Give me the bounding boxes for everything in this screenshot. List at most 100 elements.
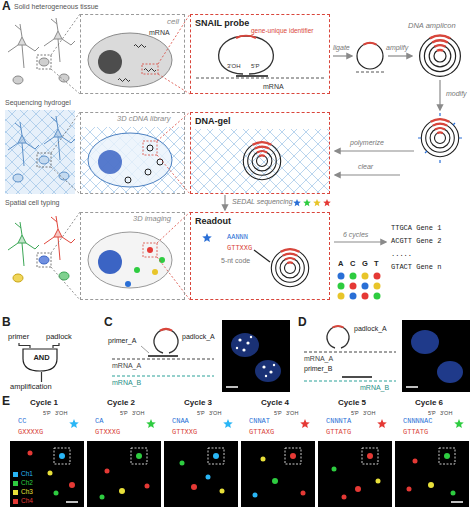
- cycle-image: [332, 467, 337, 472]
- figure-label: GTTATG: [326, 428, 351, 436]
- cycle-image: [220, 489, 225, 494]
- figure-label: padlock_A: [354, 325, 387, 333]
- cycle-image: [59, 453, 65, 459]
- snail-probe-illustration: [236, 75, 268, 77]
- node-text: 5-nt code: [221, 257, 250, 265]
- figure-label: TTGCA Gene 1: [391, 224, 441, 232]
- cycle-image: [208, 448, 224, 464]
- figure-label: CNNNTA: [326, 417, 351, 425]
- figure-label: GXXXXG: [18, 428, 43, 436]
- figure-label: Sequencing hydrogel: [5, 99, 71, 107]
- cycle-image: [413, 459, 418, 464]
- panel-d-probe: [333, 326, 344, 327]
- figure-label: T: [374, 260, 379, 269]
- readout-illustration: [202, 233, 212, 242]
- figure-label: amplify: [386, 44, 408, 52]
- panel-c-image: [262, 365, 265, 368]
- cycle-image: [136, 453, 142, 459]
- hydrogel-tissue: [13, 174, 23, 182]
- figure-label: 3'OH: [209, 410, 221, 416]
- cycle-image: [355, 486, 361, 492]
- figure-label: CNNAT: [249, 417, 270, 425]
- panel-c-image: [236, 336, 275, 377]
- typed-tissue: [59, 272, 69, 280]
- base-color-grid: [362, 293, 369, 300]
- figure-label: C: [350, 260, 355, 269]
- process-arrows: [439, 80, 440, 110]
- node-text: primer: [8, 333, 29, 342]
- base-color-grid: [374, 293, 381, 300]
- process-arrows: [335, 174, 400, 175]
- sedal-arrow: [224, 195, 225, 210]
- figure-label: GTXXXG: [95, 428, 120, 436]
- cycle-image: [191, 484, 197, 490]
- and-gate: AND: [22, 348, 61, 372]
- node-text: 3'OH: [227, 63, 240, 70]
- figure-label: Cycle 1: [30, 398, 58, 407]
- panel-c-image: [222, 320, 290, 392]
- snail-probe-illustration: [236, 36, 256, 38]
- figure-label: 3'OH: [286, 410, 298, 416]
- panel-c-probe: [160, 329, 172, 331]
- panel-d-image: [402, 320, 470, 392]
- tissue-neurons: [39, 58, 49, 66]
- cycle-stars: [223, 419, 233, 428]
- figure-label: Cycle 6: [415, 398, 443, 407]
- figure-label: GTTATG: [403, 428, 428, 436]
- cycle-image: [395, 441, 469, 507]
- readout-illustration: [271, 249, 308, 286]
- figure-label: mRNA_A: [304, 355, 333, 363]
- figure-label: GTACT Gene n: [391, 263, 441, 271]
- legend-text: Ch4: [21, 497, 33, 504]
- cycle-image: [241, 441, 315, 507]
- base-color-grid: [350, 283, 357, 290]
- hydrogel-cell-illustration: [145, 169, 151, 175]
- figure-label: 6 cycles: [343, 231, 368, 239]
- figure-label: Cycle 5: [338, 398, 366, 407]
- base-color-grid: [350, 293, 357, 300]
- tissue-neurons: [8, 14, 80, 94]
- cycle-image: [285, 448, 301, 464]
- node-text: DNA-gel: [195, 116, 231, 126]
- panel-c-image: [238, 338, 241, 341]
- figure-label: 3'OH: [55, 410, 67, 416]
- figure-label: Cycle 4: [261, 398, 289, 407]
- legend-swatch: [13, 472, 18, 477]
- hydrogel-cell-illustration: [98, 150, 122, 174]
- hydrogel-cell-illustration: [125, 177, 131, 183]
- cycle-image: [376, 479, 381, 484]
- panel-d-probe: [342, 376, 372, 378]
- hydrogel-cell-illustration: [143, 141, 157, 155]
- panel-d-image: [437, 361, 463, 383]
- node-text: AND: [22, 354, 61, 363]
- cycle-image: [395, 441, 469, 507]
- figure-label: polymerize: [350, 139, 384, 147]
- figure-label: G: [362, 260, 368, 269]
- cycle-image: [10, 441, 84, 507]
- cycle-image: [10, 441, 84, 507]
- cycle-image: [100, 495, 105, 500]
- base-color-grid: [338, 283, 345, 290]
- dna-gel-illustration: [243, 142, 280, 179]
- sedal-arrow: [313, 199, 321, 206]
- node-text: 3D cDNA library: [117, 115, 170, 124]
- base-color-grid: [362, 283, 369, 290]
- panel-letter: E: [2, 395, 10, 409]
- panel-d-image: [406, 386, 418, 388]
- cycle-image: [439, 448, 455, 464]
- figure-label: padlock_A: [182, 333, 215, 341]
- panel-c-image: [226, 386, 238, 388]
- tissue-neurons: [59, 74, 69, 82]
- figure-label: primer_A: [108, 337, 136, 345]
- process-arrows: [356, 72, 386, 73]
- typed-tissue: [8, 222, 39, 266]
- hydrogel-cell-illustration: [88, 133, 172, 187]
- figure-label: DNA amplicon: [408, 22, 456, 31]
- panel-d-probe: [327, 326, 349, 348]
- snail-probe-illustration: [219, 36, 274, 74]
- cycle-stars: [300, 419, 310, 428]
- snail-probe-illustration: [196, 36, 326, 78]
- figure-label: ACGTT Gene 2: [391, 237, 441, 245]
- panel-c-image: [250, 336, 252, 338]
